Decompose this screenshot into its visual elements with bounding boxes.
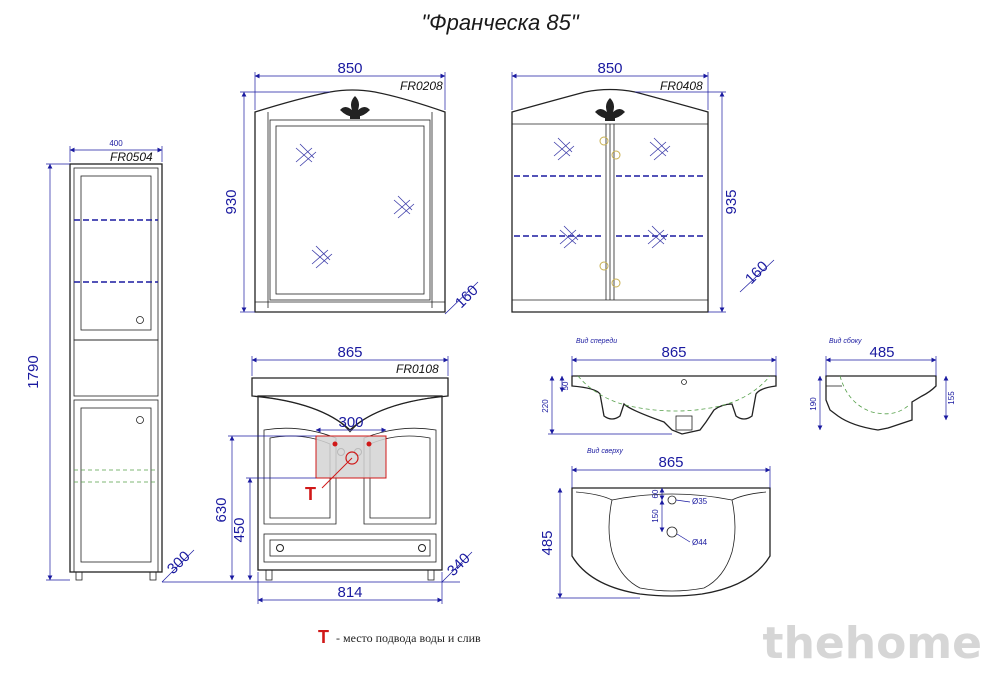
column-height-label: 1790 [25,355,42,388]
mirror-depth-label: 160 [452,282,482,312]
cabinet-width-label: 850 [597,60,622,77]
sink-top-view: Вид сверху Ø35 Ø44 60 150 865 485 [539,447,771,599]
legend-text: - место подвода воды и слив [336,631,481,645]
plumbing-marker: T [305,484,316,504]
sink-top-hole-a: Ø35 [692,497,708,506]
vanity-base-width-label: 814 [337,584,362,601]
sink-front-view: Вид спереди 865 50 220 [541,337,777,435]
sink-side-dim-a: 190 [809,397,818,411]
legend: T - место подвода воды и слив [318,627,481,647]
sink-front-dim-b: 220 [541,399,550,413]
cabinet-height-label: 935 [723,189,740,214]
sink-side-view-label: Вид сбоку [829,337,862,345]
sink-side-view: Вид сбоку 485 190 155 [809,337,956,431]
fleur-de-lis-icon [340,96,370,119]
cabinet-depth-label: 160 [742,258,772,288]
vanity-height-inner-label: 450 [231,517,248,542]
column-fr0504: 400 FR0504 1790 300 [25,139,195,583]
sink-front-width-label: 865 [661,344,686,361]
column-code-label: FR0504 [110,150,153,164]
sink-front-dim-a: 50 [561,381,570,390]
sink-top-view-label: Вид сверху [587,447,623,455]
sink-top-depth-label: 485 [539,530,556,555]
plumbing-zone [315,435,387,489]
vanity-code-label: FR0108 [396,362,439,376]
vanity-fr0108: T 865 FR0108 300 630 450 814 340 [162,344,474,604]
vanity-height-total-label: 630 [213,497,230,522]
sink-side-dim-b: 155 [947,391,956,405]
cabinet-code-label: FR0408 [660,79,703,93]
mirror-height-label: 930 [223,189,240,214]
sink-top-hole-b: Ø44 [692,538,708,547]
vanity-width-label: 865 [337,344,362,361]
column-width-label: 400 [109,139,123,148]
sink-side-width-label: 485 [869,344,894,361]
sink-top-width-label: 865 [658,454,683,471]
fleur-de-lis-icon [595,98,625,121]
mirror-width-label: 850 [337,60,362,77]
mirror-fr0208: 850 FR0208 930 160 [223,60,482,315]
column-depth-label: 300 [164,548,194,578]
legend-marker: T [318,627,329,647]
drawing-title: "Франческа 85" [421,10,579,35]
watermark-text: thehome [763,618,982,669]
sink-front-view-label: Вид спереди [576,337,617,345]
sink-top-dim-a: 60 [651,489,660,498]
mirror-cabinet-fr0408: 850 FR0408 935 160 [511,60,775,313]
sink-top-dim-b: 150 [651,509,660,523]
vanity-pipe-spacing-label: 300 [338,414,363,431]
mirror-code-label: FR0208 [400,79,443,93]
